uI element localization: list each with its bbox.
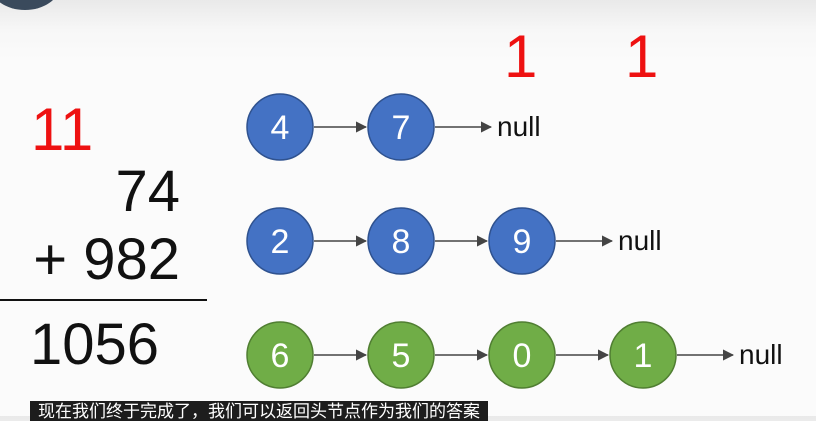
list-result-node: [609, 321, 677, 389]
addend-74: 74: [115, 159, 180, 224]
carry-digit: 1: [504, 23, 538, 90]
list-a-node: [367, 93, 435, 161]
list-b-node: [488, 207, 556, 275]
list-a-node-value: 7: [392, 109, 411, 147]
list-result-node-value: 5: [392, 337, 411, 375]
list-result-node-value: 1: [634, 337, 653, 375]
list-a-node-value: 4: [271, 109, 290, 147]
addend-982: + 982: [33, 227, 180, 292]
list-b-node-value: 2: [271, 223, 290, 261]
list-b-node-value: 8: [392, 223, 411, 261]
result-1056: 1056: [30, 312, 160, 377]
list-result-node: [246, 321, 314, 389]
list-b-node: [246, 207, 314, 275]
carry-digit: 1: [625, 23, 659, 90]
list-b-node-value: 9: [513, 223, 532, 261]
list-result-null-label: null: [739, 339, 783, 370]
list-result-node-value: 0: [513, 337, 532, 375]
logo: [0, 0, 60, 10]
list-b-node: [367, 207, 435, 275]
subtitle-caption: 现在我们终于完成了，我们可以返回头节点作为我们的答案: [30, 401, 488, 421]
list-result-node-value: 6: [271, 337, 290, 375]
carry-digits: 11: [31, 96, 94, 163]
list-result-node: [367, 321, 435, 389]
list-a-node: [246, 93, 314, 161]
list-result-node: [488, 321, 556, 389]
list-b-null-label: null: [618, 225, 662, 256]
sum-rule: [0, 299, 207, 301]
list-a-null-label: null: [497, 111, 541, 142]
